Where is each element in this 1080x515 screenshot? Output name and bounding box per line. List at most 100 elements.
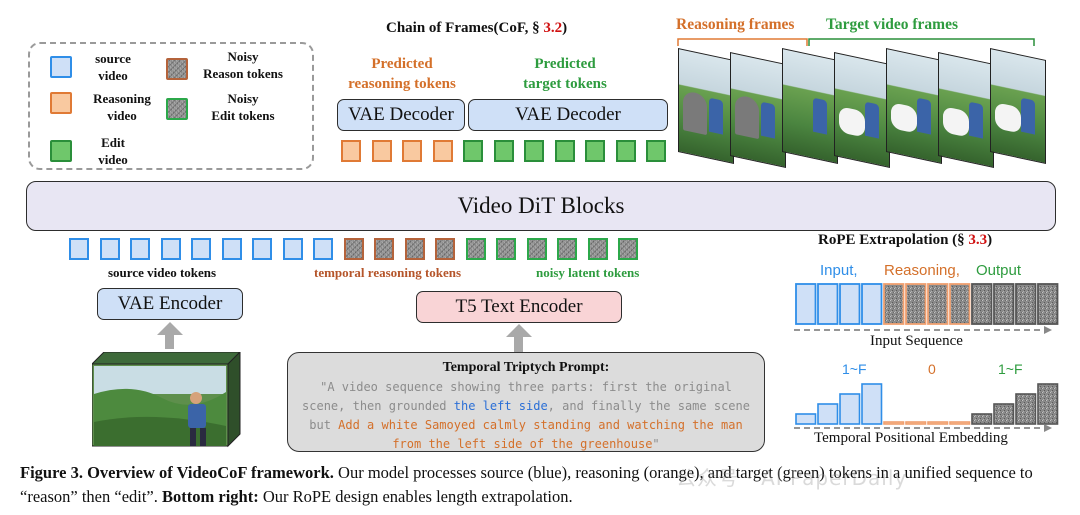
target-frame bbox=[886, 48, 942, 164]
temporal-embedding-label: Temporal Positional Embedding bbox=[814, 430, 1008, 446]
source-token bbox=[313, 238, 333, 260]
grounding-mask bbox=[735, 94, 759, 140]
person-figure bbox=[813, 97, 827, 135]
samoyed-figure bbox=[891, 102, 917, 134]
input-sequence-token bbox=[1015, 283, 1037, 325]
target-frame bbox=[938, 52, 994, 168]
video-dit-blocks: Video DiT Blocks bbox=[26, 181, 1056, 231]
output-position-bar bbox=[971, 413, 993, 425]
rope-label-1f-left: 1~F bbox=[842, 361, 867, 377]
reasoning-token bbox=[404, 238, 425, 260]
input-sequence-arrowhead bbox=[1044, 326, 1052, 334]
noisy-latent-token bbox=[465, 238, 486, 260]
output-position-bar bbox=[1037, 383, 1059, 425]
prompt-text: "A video sequence showing three parts: f… bbox=[302, 378, 750, 454]
reasoning-frame bbox=[730, 52, 786, 168]
person-figure bbox=[917, 97, 931, 135]
legend-source-swatch bbox=[50, 56, 72, 78]
rope-diagram bbox=[794, 283, 1059, 432]
source-token bbox=[282, 238, 303, 260]
source-token bbox=[99, 238, 120, 260]
reasoning-bracket bbox=[677, 38, 808, 46]
caption-text-1: Our model processes source (blue), reaso… bbox=[20, 463, 1033, 506]
frame-stack bbox=[678, 48, 1062, 168]
prompt-segment: "A video sequence showing three parts: f… bbox=[302, 380, 732, 413]
cof-title-ref: 3.2 bbox=[543, 20, 563, 36]
predicted-reasoning-token bbox=[341, 140, 361, 162]
reasoning-token bbox=[374, 238, 394, 260]
noisy-tokens-label: noisy latent tokens bbox=[536, 265, 640, 280]
predicted-reasoning-token bbox=[432, 140, 453, 162]
reasoning-position-bar bbox=[883, 421, 905, 425]
rope-reasoning-label: Reasoning, bbox=[884, 262, 960, 279]
frames-brackets bbox=[677, 38, 1035, 46]
legend-noisy-reason-swatch bbox=[166, 58, 188, 80]
noisy-latent-token bbox=[526, 238, 547, 260]
predicted-target-token bbox=[463, 140, 483, 162]
noisy-latent-token bbox=[587, 238, 608, 260]
predicted-reasoning-token bbox=[371, 140, 392, 162]
prompt-segment: , and finally the same scene but bbox=[309, 399, 750, 432]
predicted-target-token bbox=[493, 140, 514, 162]
input-sequence-token bbox=[883, 283, 905, 325]
legend-reasoning-label: Reasoning video bbox=[93, 91, 151, 123]
predicted-reasoning-label: Predicted reasoning tokens bbox=[348, 56, 456, 92]
rope-label-1f-right: 1~F bbox=[998, 361, 1023, 377]
caption-text-2: Our RoPE design enables length extrapola… bbox=[258, 487, 573, 506]
legend-source-label: source video bbox=[95, 51, 131, 83]
cof-title: Chain of Frames(CoF, § 3.2) bbox=[386, 20, 567, 37]
person-figure bbox=[709, 97, 723, 135]
rope-label-zero: 0 bbox=[928, 361, 936, 377]
source-token bbox=[69, 238, 89, 260]
person-figure bbox=[761, 101, 775, 139]
predicted-target-token bbox=[615, 140, 636, 162]
temporal-triptych-prompt: Temporal Triptych Prompt: "A video seque… bbox=[287, 352, 765, 452]
rope-title-close: ) bbox=[987, 232, 993, 248]
source-video-thumbnail bbox=[92, 352, 241, 448]
legend-edit-swatch bbox=[50, 140, 72, 162]
source-token bbox=[221, 238, 242, 260]
legend-noisy-edit-swatch bbox=[166, 98, 188, 120]
caption-fig-number: Figure 3. bbox=[20, 463, 83, 482]
target-frame bbox=[990, 48, 1046, 164]
figure-caption: Figure 3. Overview of VideoCoF framework… bbox=[20, 461, 1075, 509]
source-token bbox=[130, 238, 150, 260]
target-frames-label: Target video frames bbox=[826, 16, 959, 33]
reasoning-tokens-label: temporal reasoning tokens bbox=[314, 265, 462, 280]
arrow-to-t5-encoder bbox=[506, 324, 532, 353]
input-sequence-token bbox=[905, 283, 927, 325]
reasoning-position-bar bbox=[905, 421, 927, 425]
predicted-target-token bbox=[646, 140, 666, 162]
input-sequence-token bbox=[795, 283, 817, 325]
input-position-bar bbox=[839, 393, 861, 425]
t5-text-encoder: T5 Text Encoder bbox=[416, 291, 622, 323]
input-position-bar bbox=[861, 383, 883, 425]
predicted-reasoning-token bbox=[402, 140, 422, 162]
person-figure bbox=[969, 101, 983, 139]
output-position-bar bbox=[1015, 393, 1037, 425]
rope-title: RoPE Extrapolation (§ 3.3) bbox=[818, 232, 992, 249]
input-sequence-token bbox=[817, 283, 839, 325]
target-frame bbox=[782, 48, 838, 164]
target-bracket bbox=[808, 38, 1035, 46]
legend-edit-label: Edit video bbox=[98, 135, 128, 167]
legend-noisy-reason-label: Noisy Reason tokens bbox=[203, 49, 283, 81]
person-figure bbox=[1021, 97, 1035, 135]
input-sequence-token bbox=[861, 283, 883, 325]
input-sequence-label: Input Sequence bbox=[870, 333, 963, 349]
rope-input-label: Input, bbox=[820, 262, 858, 279]
caption-title: Overview of VideoCoF framework. bbox=[82, 463, 334, 482]
rope-title-ref: 3.3 bbox=[968, 232, 988, 248]
grounding-mask bbox=[683, 90, 707, 136]
samoyed-figure bbox=[995, 102, 1021, 134]
reasoning-position-bar bbox=[949, 421, 971, 425]
prompt-segment: the left side bbox=[453, 399, 548, 413]
vae-encoder: VAE Encoder bbox=[97, 288, 243, 320]
prompt-title: Temporal Triptych Prompt: bbox=[442, 360, 610, 375]
legend-noisy-edit-label: Noisy Edit tokens bbox=[211, 91, 275, 123]
reasoning-frames-label: Reasoning frames bbox=[676, 16, 795, 33]
predicted-target-token bbox=[585, 140, 605, 162]
noisy-latent-token bbox=[496, 238, 516, 260]
input-sequence-token bbox=[927, 283, 949, 325]
reasoning-token bbox=[343, 238, 364, 260]
